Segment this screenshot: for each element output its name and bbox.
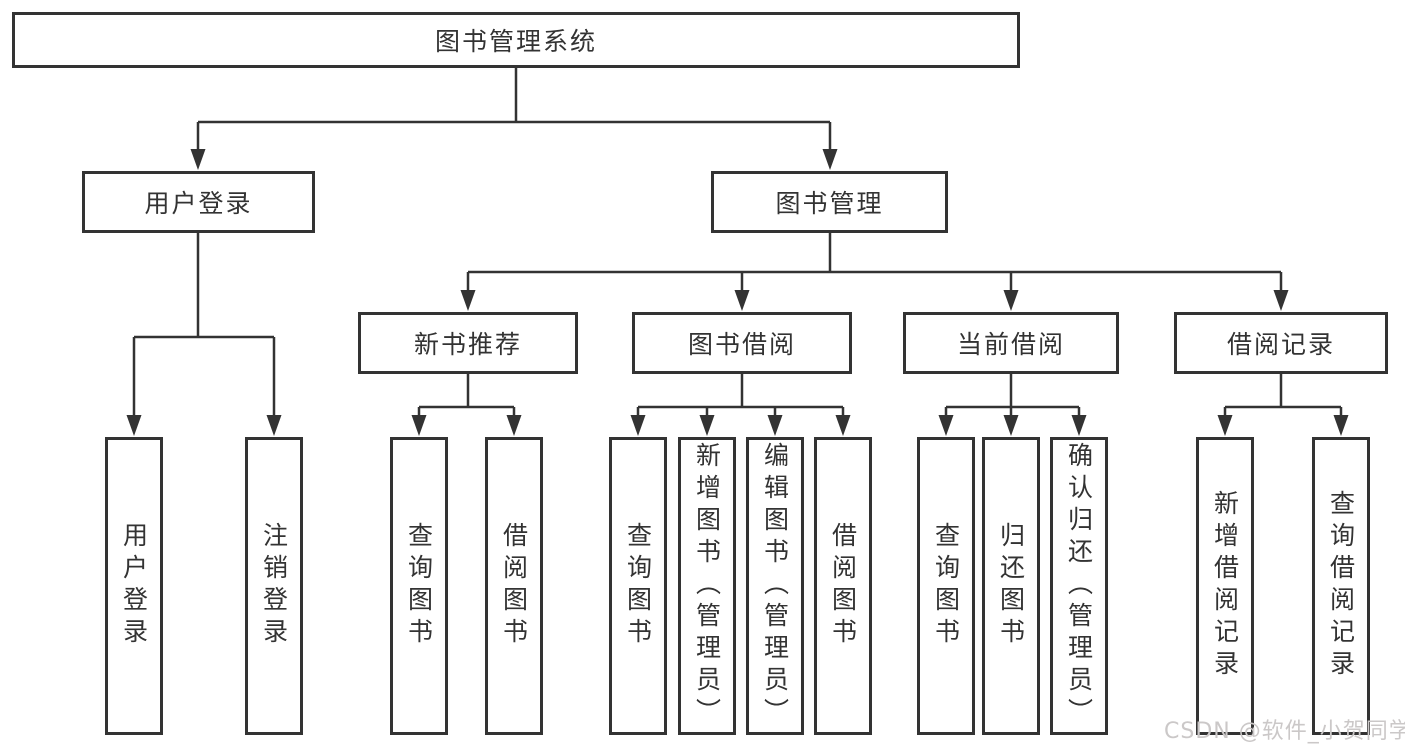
leaf-edit-book-admin: 编辑图书（管理员）	[746, 437, 804, 735]
node-book-management: 图书管理	[711, 171, 948, 233]
leaf-query-books-2-label: 查询图书	[623, 522, 653, 650]
leaf-add-book-admin-label: 新增图书（管理员）	[692, 442, 722, 730]
node-book-borrow: 图书借阅	[632, 312, 852, 374]
leaf-confirm-return-admin: 确认归还（管理员）	[1050, 437, 1108, 735]
node-root-label: 图书管理系统	[434, 27, 597, 56]
node-new-book-recommend-label: 新书推荐	[413, 330, 522, 359]
csdn-watermark: CSDN @软件_小贺同学	[1164, 719, 1405, 744]
leaf-borrow-books-1: 借阅图书	[485, 437, 543, 735]
leaf-query-books-3-label: 查询图书	[931, 522, 961, 650]
leaf-query-books-1-label: 查询图书	[404, 522, 434, 650]
node-new-book-recommend: 新书推荐	[358, 312, 578, 374]
node-root: 图书管理系统	[12, 12, 1020, 68]
leaf-add-borrow-record: 新增借阅记录	[1196, 437, 1254, 735]
leaf-logout: 注销登录	[245, 437, 303, 735]
node-user-login-label: 用户登录	[144, 189, 253, 218]
leaf-borrow-books-2: 借阅图书	[814, 437, 872, 735]
node-book-management-label: 图书管理	[775, 189, 884, 218]
leaf-query-books-3: 查询图书	[917, 437, 975, 735]
arrowheads	[126, 149, 1349, 436]
leaf-query-books-1: 查询图书	[390, 437, 448, 735]
node-borrow-records-label: 借阅记录	[1226, 330, 1335, 359]
leaf-return-book-label: 归还图书	[996, 522, 1026, 650]
leaf-edit-book-admin-label: 编辑图书（管理员）	[760, 442, 790, 730]
leaf-borrow-books-1-label: 借阅图书	[499, 522, 529, 650]
leaf-user-login-label: 用户登录	[119, 522, 149, 650]
leaf-return-book: 归还图书	[982, 437, 1040, 735]
leaf-borrow-books-2-label: 借阅图书	[828, 522, 858, 650]
leaf-add-book-admin: 新增图书（管理员）	[678, 437, 736, 735]
node-current-borrow-label: 当前借阅	[956, 330, 1065, 359]
leaf-add-borrow-record-label: 新增借阅记录	[1210, 490, 1240, 682]
leaf-query-books-2: 查询图书	[609, 437, 667, 735]
node-user-login: 用户登录	[82, 171, 315, 233]
node-book-borrow-label: 图书借阅	[687, 330, 796, 359]
node-borrow-records: 借阅记录	[1174, 312, 1388, 374]
leaf-logout-label: 注销登录	[259, 522, 289, 650]
leaf-confirm-return-admin-label: 确认归还（管理员）	[1064, 442, 1094, 730]
leaf-user-login: 用户登录	[105, 437, 163, 735]
leaf-query-borrow-record-label: 查询借阅记录	[1326, 490, 1356, 682]
node-current-borrow: 当前借阅	[903, 312, 1119, 374]
leaf-query-borrow-record: 查询借阅记录	[1312, 437, 1370, 735]
